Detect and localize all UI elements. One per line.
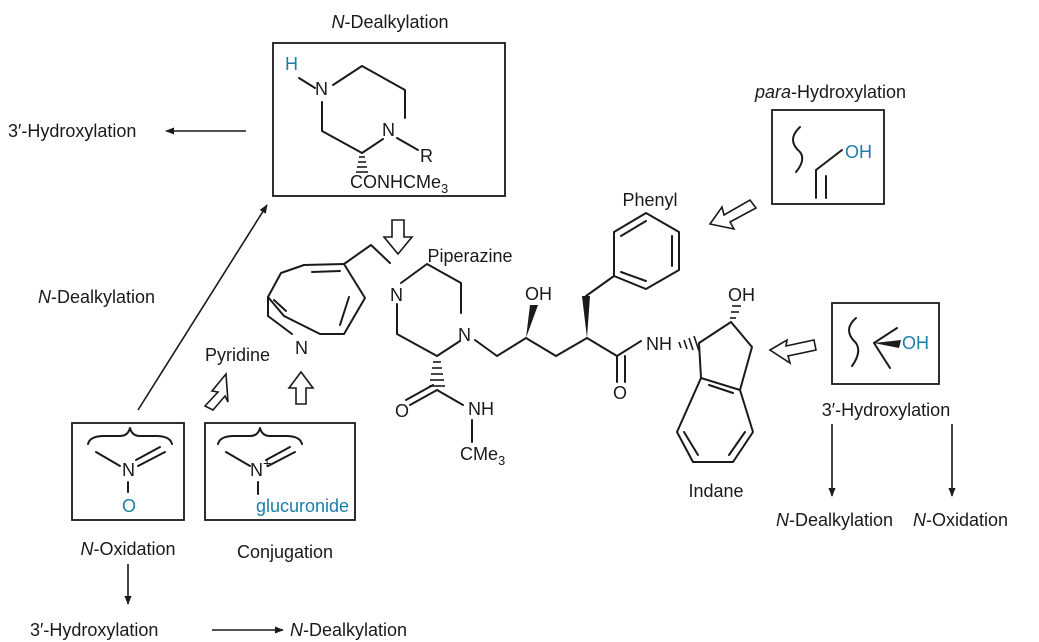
- n-dealkylation-left-label: N-Dealkylation: [38, 287, 155, 307]
- hollow-arrow-down-piperazine: [382, 219, 414, 256]
- secondary-alcohol-fragment: OH: [848, 317, 929, 369]
- hydroxylation-3-right-label: 3′-Hydroxylation: [822, 400, 950, 420]
- atom-nh: NH: [468, 399, 494, 419]
- atom-n: N: [458, 325, 471, 345]
- conjugation-label: Conjugation: [237, 542, 333, 562]
- hashed-bond: [730, 305, 741, 319]
- hashed-bond: [356, 156, 368, 173]
- main-structure: N N N O NH CMe3 OH: [267, 212, 755, 468]
- para-hydroxylation-title: para-Hydroxylation: [754, 82, 906, 102]
- indane-label: Indane: [688, 481, 743, 501]
- arrow-to-n-dealk-box: [137, 204, 268, 411]
- piperazine-label: Piperazine: [427, 246, 512, 266]
- n-dealkylation-top-title: N-Dealkylation: [331, 12, 448, 32]
- hashed-bond: [429, 361, 445, 387]
- pyridine-label: Pyridine: [205, 345, 270, 365]
- conjugation-box: [204, 422, 356, 521]
- n-oxidation-left-label: N-Oxidation: [80, 539, 175, 559]
- hydroxylation-3-bottom-label: 3′-Hydroxylation: [30, 620, 158, 640]
- atom-oh: OH: [728, 285, 755, 305]
- para-hydroxylation-box: [771, 109, 885, 205]
- atom-o: O: [613, 383, 627, 403]
- atom-h-highlight: H: [285, 54, 298, 74]
- atom-n: N: [315, 79, 328, 99]
- atom-n: N: [122, 460, 135, 480]
- hashed-bond: [678, 335, 700, 352]
- atom-o: O: [395, 401, 409, 421]
- wedge-bond: [582, 296, 590, 338]
- atom-n: N: [382, 120, 395, 140]
- atom-n-plus: N+: [250, 455, 271, 480]
- n-dealkylation-bottom-label: N-Dealkylation: [290, 620, 407, 640]
- atom-oh: OH: [525, 284, 552, 304]
- hollow-arrow-conjugation: [287, 370, 315, 405]
- hollow-arrow-indane: [768, 338, 817, 365]
- n-dealkylation-right-label: N-Dealkylation: [776, 510, 893, 530]
- atom-glucuronide-highlight: glucuronide: [256, 496, 349, 516]
- n-oxide-fragment: N O: [87, 427, 173, 516]
- atom-o-highlight: O: [122, 496, 136, 516]
- phenol-fragment: OH: [792, 126, 872, 199]
- glucuronide-fragment: N+ glucuronide: [217, 427, 349, 516]
- atom-oh-highlight: OH: [845, 142, 872, 162]
- wedge-bond: [526, 305, 538, 338]
- n-oxidation-box: [71, 422, 185, 521]
- atom-cme3: CMe3: [460, 444, 505, 468]
- atom-r: R: [420, 146, 433, 166]
- hydroxylation-3-box: [831, 302, 940, 385]
- phenyl-label: Phenyl: [622, 190, 677, 210]
- atom-oh-highlight: OH: [902, 333, 929, 353]
- atom-nh-amide: NH: [646, 334, 672, 354]
- n-oxidation-right-label: N-Oxidation: [913, 510, 1008, 530]
- atom-conhcme3: CONHCMe3: [350, 172, 448, 196]
- hollow-arrow-noxide: [203, 371, 229, 411]
- piperazine-fragment-top: H N N R CONHCMe3: [285, 54, 448, 196]
- n-dealkylation-box: [272, 42, 506, 197]
- hydroxylation-3-left-label: 3′-Hydroxylation: [8, 121, 136, 141]
- atom-n: N: [390, 285, 403, 305]
- atom-n-pyridine: N: [295, 338, 308, 358]
- wedge-bond: [874, 340, 901, 348]
- hollow-arrow-phenyl: [708, 198, 758, 231]
